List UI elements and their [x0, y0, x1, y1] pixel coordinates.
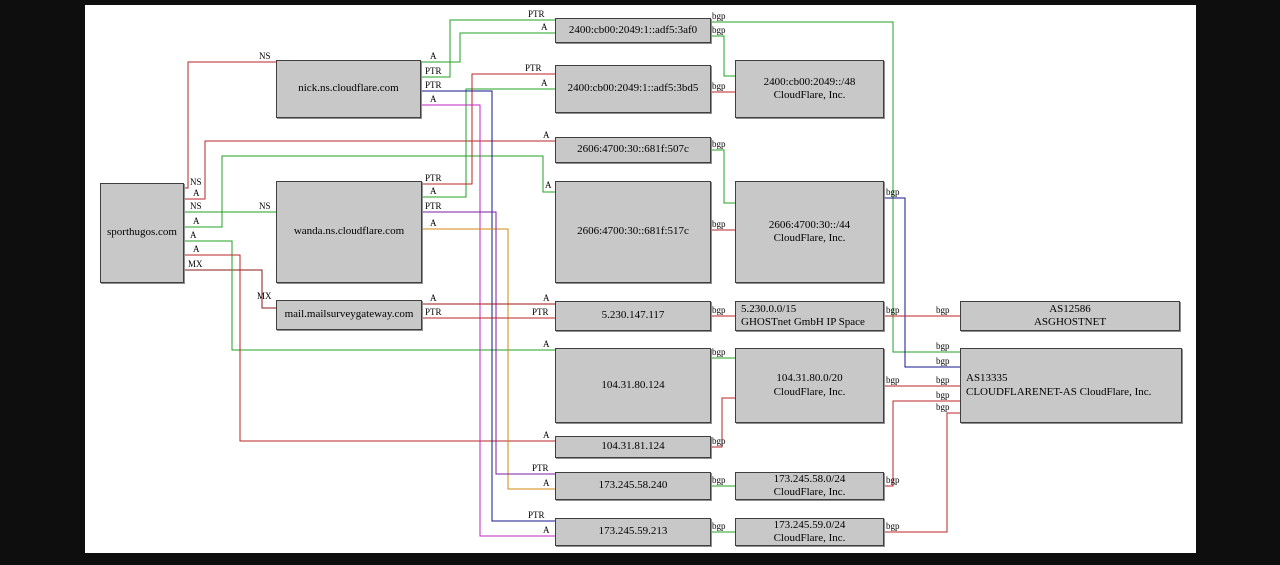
node-label: 173.245.59.0/24 — [773, 518, 846, 531]
node-label: CloudFlare, Inc. — [773, 232, 846, 244]
node-label: 5.230.147.117 — [601, 309, 665, 322]
node-ip-2606-4700-30-681f-517c: 2606:4700:30::681f:517c — [555, 181, 711, 283]
node-label: 2400:cb00:2049::/48 — [763, 75, 856, 88]
node-label: ASGHOSTNET — [1033, 316, 1107, 328]
node-nick-ns-cloudflare-com: nick.ns.cloudflare.com — [276, 60, 421, 118]
node-label: 2400:cb00:2049:1::adf5:3bd5 — [567, 82, 699, 95]
node-label: CloudFlare, Inc. — [773, 385, 846, 398]
node-label: 5.230.0.0/15 — [741, 302, 797, 315]
node-label: CloudFlare, Inc. — [773, 89, 846, 101]
node-mail-mailsurveygateway-com: mail.mailsurveygateway.com — [276, 300, 422, 330]
node-label: CloudFlare, Inc. — [773, 532, 846, 544]
node-label: AS12586 — [1049, 302, 1091, 315]
node-label: 173.245.58.240 — [598, 479, 668, 492]
node-label: 104.31.81.124 — [601, 440, 665, 453]
node-ip-2606-4700-30-681f-507c: 2606:4700:30::681f:507c — [555, 137, 711, 163]
node-label: CloudFlare, Inc. — [773, 486, 846, 498]
node-label: AS13335 — [966, 372, 1008, 385]
node-ip-5-230-147-117: 5.230.147.117 — [555, 301, 711, 331]
node-ip-2400-cb00-2049-1-adf5-3af0: 2400:cb00:2049:1::adf5:3af0 — [555, 18, 711, 43]
node-sporthugos-com: sporthugos.com — [100, 183, 184, 283]
node-ip-2400-cb00-2049-1-adf5-3bd5: 2400:cb00:2049:1::adf5:3bd5 — [555, 65, 711, 113]
node-label: 173.245.59.213 — [598, 525, 668, 538]
node-label: CLOUDFLARENET-AS CloudFlare, Inc. — [966, 385, 1152, 398]
node-ip-104-31-81-124: 104.31.81.124 — [555, 436, 711, 458]
node-label: 104.31.80.124 — [601, 378, 665, 391]
node-label: 104.31.80.0/20 — [776, 372, 843, 385]
node-ip-173-245-58-240: 173.245.58.240 — [555, 472, 711, 500]
node-label: 173.245.58.0/24 — [773, 472, 846, 485]
node-label: mail.mailsurveygateway.com — [284, 308, 414, 321]
node-label: sporthugos.com — [107, 226, 177, 239]
node-label: 2606:4700:30::681f:507c — [577, 143, 689, 156]
node-label: wanda.ns.cloudflare.com — [293, 225, 405, 238]
node-ip-104-31-80-124: 104.31.80.124 — [555, 348, 711, 423]
node-wanda-ns-cloudflare-com: wanda.ns.cloudflare.com — [276, 181, 422, 283]
node-label: nick.ns.cloudflare.com — [298, 82, 399, 95]
node-ip-173-245-59-213: 173.245.59.213 — [555, 518, 711, 546]
node-label: 2400:cb00:2049:1::adf5:3af0 — [568, 23, 698, 36]
node-label: 2606:4700:30::681f:517c — [577, 225, 689, 238]
node-label: GHOSTnet GmbH IP Space — [741, 316, 865, 328]
node-label: 2606:4700:30::/44 — [768, 218, 851, 231]
